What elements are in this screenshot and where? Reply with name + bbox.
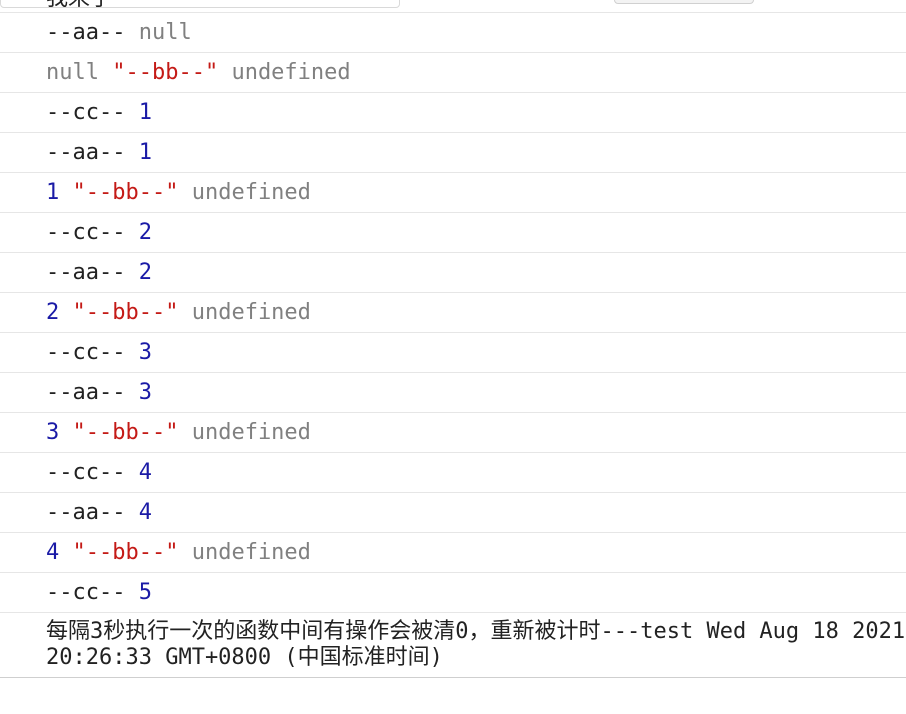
console-filter-input[interactable] [0,0,400,8]
console-text: --cc-- [46,220,139,245]
console-number-value: 4 [138,500,152,525]
console-toolbar: 我来了 [0,0,906,12]
console-number-value: 2 [138,260,152,285]
console-message: 1 "--bb--" undefined [0,172,906,212]
console-number-value: 5 [138,580,152,605]
console-text: --aa-- [46,500,139,525]
console-text: --aa-- [46,260,139,285]
console-number-value: 3 [46,420,73,445]
console-message: --aa-- 3 [0,372,906,412]
console-null-value: undefined [218,60,351,85]
console-message-partial: 我来了 [46,0,112,10]
console-number-value: 1 [138,140,152,165]
console-text: --cc-- [46,340,139,365]
console-null-value: undefined [178,300,311,325]
console-string-value: "--bb--" [112,60,219,85]
console-text: --cc-- [46,460,139,485]
console-text: --aa-- [46,140,139,165]
console-message: 3 "--bb--" undefined [0,412,906,452]
console-null-value: null [46,60,113,85]
console-text: --aa-- [46,20,139,45]
console-null-value: null [138,20,192,45]
console-message: --cc-- 5 [0,572,906,612]
console-message: 2 "--bb--" undefined [0,292,906,332]
console-text: --aa-- [46,380,139,405]
console-message: --aa-- null [0,12,906,52]
console-null-value: undefined [178,540,311,565]
console-text: --cc-- [46,100,139,125]
console-string-value: "--bb--" [72,540,179,565]
console-string-value: "--bb--" [72,420,179,445]
console-message: --aa-- 4 [0,492,906,532]
console-text: --cc-- [46,580,139,605]
console-number-value: 3 [138,340,152,365]
console-message: 4 "--bb--" undefined [0,532,906,572]
console-message: --aa-- 1 [0,132,906,172]
console-number-value: 2 [46,300,73,325]
console-message: --cc-- 4 [0,452,906,492]
console-string-value: "--bb--" [72,180,179,205]
console-number-value: 4 [46,540,73,565]
console-level-dropdown[interactable] [614,0,754,4]
console-null-value: undefined [178,180,311,205]
console-null-value: undefined [178,420,311,445]
console-message: --cc-- 3 [0,332,906,372]
console-number-value: 1 [46,180,73,205]
console-message: 每隔3秒执行一次的函数中间有操作会被清0，重新被计时---test Wed Au… [0,612,906,678]
console-message: null "--bb--" undefined [0,52,906,92]
console-number-value: 1 [138,100,152,125]
console-message: --cc-- 1 [0,92,906,132]
console-number-value: 3 [138,380,152,405]
console-number-value: 2 [138,220,152,245]
console-message: --cc-- 2 [0,212,906,252]
console-log-text: 每隔3秒执行一次的函数中间有操作会被清0，重新被计时---test Wed Au… [46,619,906,670]
console-number-value: 4 [138,460,152,485]
console-string-value: "--bb--" [72,300,179,325]
console-message: --aa-- 2 [0,252,906,292]
